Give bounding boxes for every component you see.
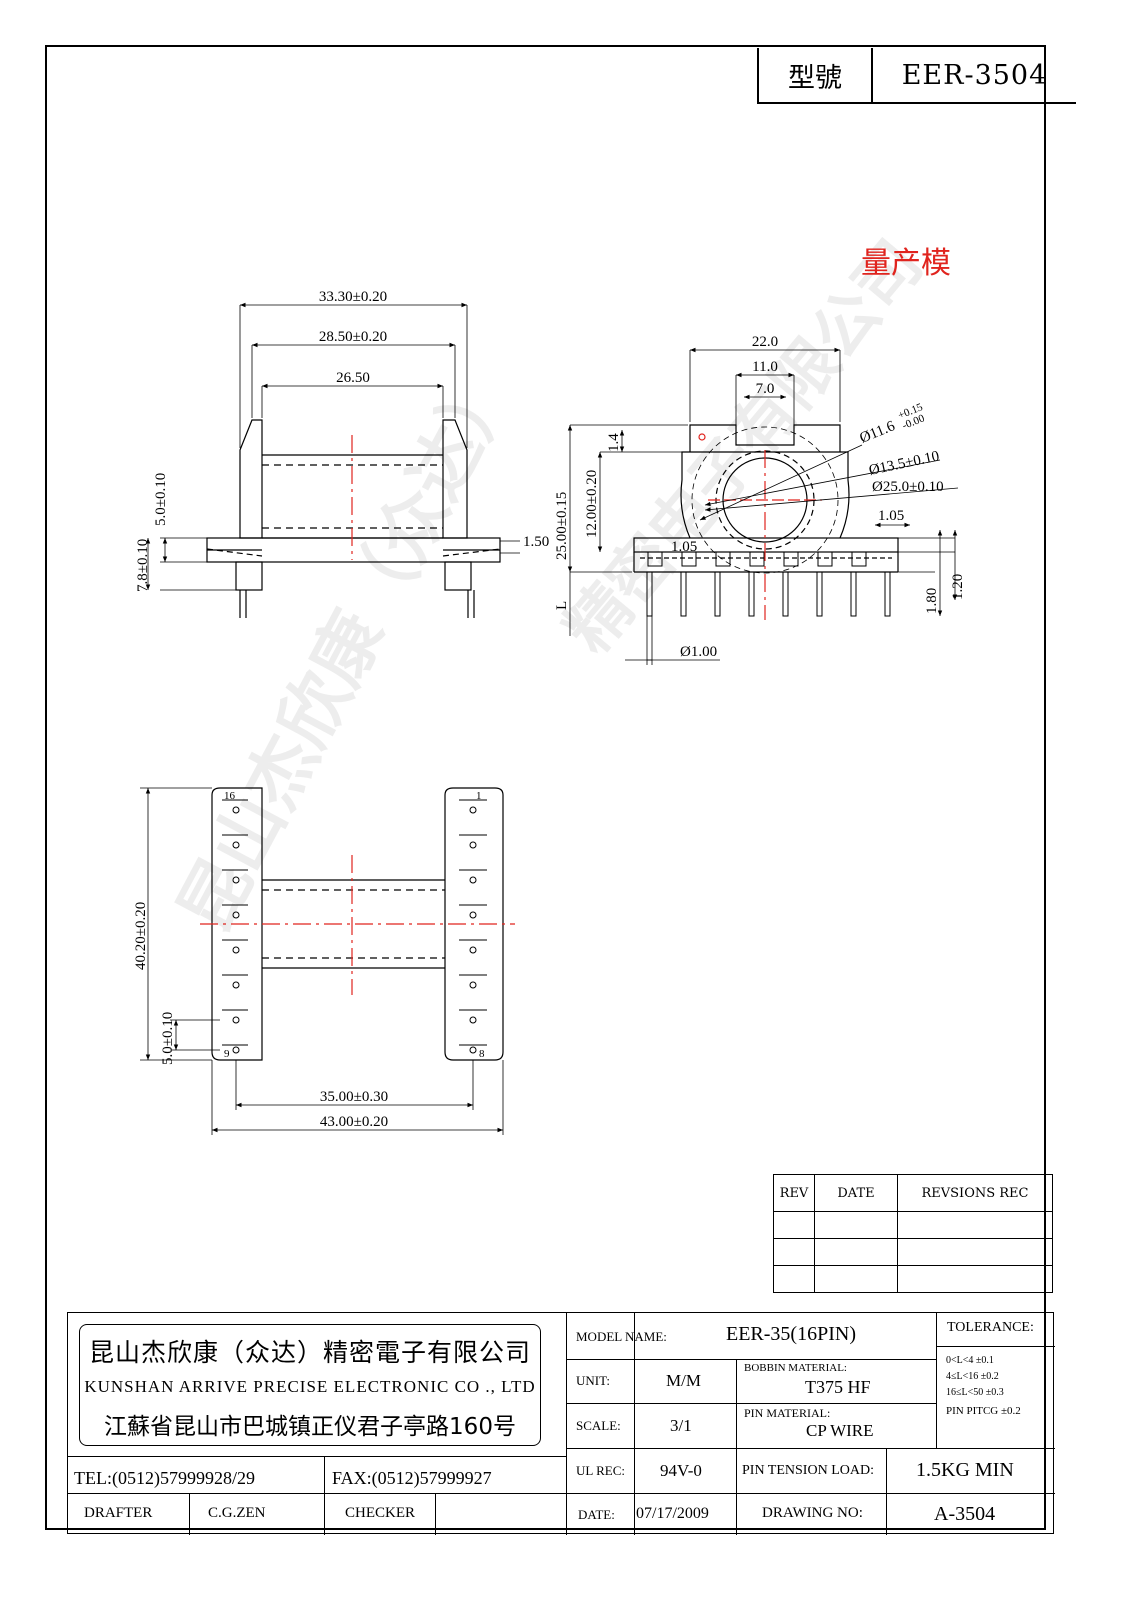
divider bbox=[324, 1456, 325, 1535]
checker-label: CHECKER bbox=[345, 1505, 416, 1521]
dim-11-0: 11.0 bbox=[752, 359, 778, 375]
divider bbox=[736, 1359, 737, 1535]
scale-label: SCALE: bbox=[576, 1418, 621, 1433]
model-name-label: MODEL NAME: bbox=[576, 1329, 667, 1344]
bottom-view-dimensions: 40.20±0.20 5.0±0.10 35.00±0.30 43.00±0.2… bbox=[133, 790, 485, 1130]
company-name-cn: 昆山杰欣康（众达）精密電子有限公司 bbox=[88, 1338, 531, 1367]
tolerance-3: 16≤L<50 ±0.3 bbox=[946, 1387, 1004, 1398]
pin-tension-value: 1.5KG MIN bbox=[916, 1459, 1014, 1481]
tolerance-1: 0<L<4 ±0.1 bbox=[946, 1355, 994, 1366]
top-view-dimensions: 33.30±0.20 28.50±0.20 26.50 5.0±0.10 7.8… bbox=[135, 289, 549, 592]
pin-label-1: 1 bbox=[476, 790, 482, 802]
divider bbox=[566, 1448, 1055, 1449]
dim-12-00: 12.00±0.20 bbox=[584, 470, 600, 538]
dim-l: L bbox=[554, 601, 570, 610]
dim-25-0: Ø25.0±0.10 bbox=[872, 479, 944, 495]
dim-7-0: 7.0 bbox=[756, 381, 775, 397]
dim-1-05-right: 1.05 bbox=[878, 508, 904, 524]
company-name-en: KUNSHAN ARRIVE PRECISE ELECTRONIC CO ., … bbox=[84, 1377, 536, 1396]
dim-43-00: 43.00±0.20 bbox=[320, 1114, 388, 1130]
dim-1-50: 1.50 bbox=[523, 534, 549, 550]
date-value: 07/17/2009 bbox=[636, 1505, 709, 1522]
pin-material-value: CP WIRE bbox=[806, 1421, 874, 1440]
unit-value: M/M bbox=[666, 1371, 701, 1390]
dim-5-0: 5.0±0.10 bbox=[153, 473, 169, 526]
revisions-header: REVSIONS REC bbox=[897, 1174, 1053, 1212]
rev-header: REV bbox=[773, 1174, 815, 1212]
dim-pin-diameter: Ø1.00 bbox=[680, 644, 717, 660]
divider bbox=[566, 1313, 567, 1535]
drafter-label: DRAFTER bbox=[84, 1505, 153, 1521]
tel: TEL:(0512)57999928/29 bbox=[74, 1468, 255, 1488]
date-header: DATE bbox=[814, 1174, 898, 1212]
title-block: 昆山杰欣康（众达）精密電子有限公司 KUNSHAN ARRIVE PRECISE… bbox=[67, 1312, 1055, 1535]
divider bbox=[189, 1493, 190, 1535]
dim-13-5: Ø13.5±0.10 bbox=[868, 448, 941, 479]
model-name-value: EER-35(16PIN) bbox=[726, 1323, 856, 1345]
model-value: EER-3504 bbox=[901, 59, 1048, 91]
tolerance-label: TOLERANCE: bbox=[947, 1320, 1034, 1335]
pin-label-16: 16 bbox=[224, 790, 236, 802]
divider bbox=[435, 1493, 436, 1535]
top-view bbox=[145, 302, 520, 618]
fax: FAX:(0512)57999927 bbox=[332, 1468, 492, 1488]
dim-26-50: 26.50 bbox=[336, 370, 370, 386]
drafter-value: C.G.ZEN bbox=[208, 1505, 266, 1521]
ul-rec-label: UL REC: bbox=[576, 1463, 625, 1478]
pin-material-label: PIN MATERIAL: bbox=[744, 1406, 831, 1420]
divider bbox=[566, 1403, 936, 1404]
pin-tension-label: PIN TENSION LOAD: bbox=[742, 1463, 874, 1478]
side-view-dimensions: 22.0 11.0 7.0 1.4 25.00±0.15 12.00±0.20 … bbox=[554, 334, 966, 660]
revision-row bbox=[773, 1265, 1053, 1293]
divider bbox=[566, 1359, 936, 1360]
dim-22-0: 22.0 bbox=[752, 334, 778, 350]
drawing-no-value: A-3504 bbox=[934, 1503, 996, 1525]
tolerance-2: 4≤L<16 ±0.2 bbox=[946, 1371, 999, 1382]
divider bbox=[68, 1456, 566, 1457]
revision-table: REV DATE REVSIONS REC bbox=[773, 1174, 1053, 1293]
bottom-view bbox=[140, 787, 515, 1135]
dim-40-20: 40.20±0.20 bbox=[133, 902, 149, 970]
dim-7-8: 7.8±0.10 bbox=[135, 539, 151, 592]
model-label: 型號 bbox=[759, 48, 873, 102]
dim-33-30: 33.30±0.20 bbox=[319, 289, 387, 305]
pin-label-8: 8 bbox=[479, 1048, 485, 1060]
revision-row bbox=[773, 1211, 1053, 1239]
divider bbox=[936, 1313, 937, 1448]
scale-value: 3/1 bbox=[670, 1416, 692, 1435]
revision-row bbox=[773, 1238, 1053, 1266]
bobbin-material-label: BOBBIN MATERIAL: bbox=[744, 1362, 847, 1374]
dim-28-50: 28.50±0.20 bbox=[319, 329, 387, 345]
dim-5-0-pitch: 5.0±0.10 bbox=[160, 1012, 176, 1065]
dim-35-00: 35.00±0.30 bbox=[320, 1089, 388, 1105]
drawing-border bbox=[45, 45, 1046, 1530]
dim-1-20: 1.20 bbox=[950, 574, 966, 600]
dim-11-6: Ø11.6 bbox=[858, 418, 898, 447]
side-view bbox=[567, 347, 959, 665]
ul-rec-value: 94V-0 bbox=[660, 1461, 702, 1480]
dim-1-05-left: 1.05 bbox=[671, 539, 697, 555]
company-box: 昆山杰欣康（众达）精密電子有限公司 KUNSHAN ARRIVE PRECISE… bbox=[79, 1324, 541, 1446]
dim-1-80: 1.80 bbox=[924, 588, 940, 614]
pin-label-9: 9 bbox=[224, 1048, 230, 1060]
bobbin-material-value: T375 HF bbox=[805, 1377, 871, 1397]
company-address: 江蘇省昆山市巴城镇正仪君子亭路160号 bbox=[104, 1414, 516, 1440]
dim-25-00: 25.00±0.15 bbox=[554, 492, 570, 560]
divider bbox=[936, 1346, 1055, 1347]
unit-label: UNIT: bbox=[576, 1373, 611, 1388]
mass-production-stamp: 量产模 bbox=[861, 246, 951, 281]
tolerance-pin-pitch: PIN PITCG ±0.2 bbox=[946, 1405, 1021, 1417]
model-header: 型號 EER-3504 bbox=[757, 48, 1076, 104]
divider bbox=[886, 1448, 887, 1535]
date-label: DATE: bbox=[578, 1507, 615, 1522]
divider bbox=[68, 1493, 1055, 1494]
drawing-no-label: DRAWING NO: bbox=[762, 1505, 863, 1521]
dim-1-4: 1.4 bbox=[606, 433, 622, 452]
divider bbox=[634, 1313, 635, 1535]
dim-11-6-group: Ø11.6 +0.15 -0.00 bbox=[858, 401, 927, 447]
revision-header-row: REV DATE REVSIONS REC bbox=[773, 1174, 1053, 1212]
